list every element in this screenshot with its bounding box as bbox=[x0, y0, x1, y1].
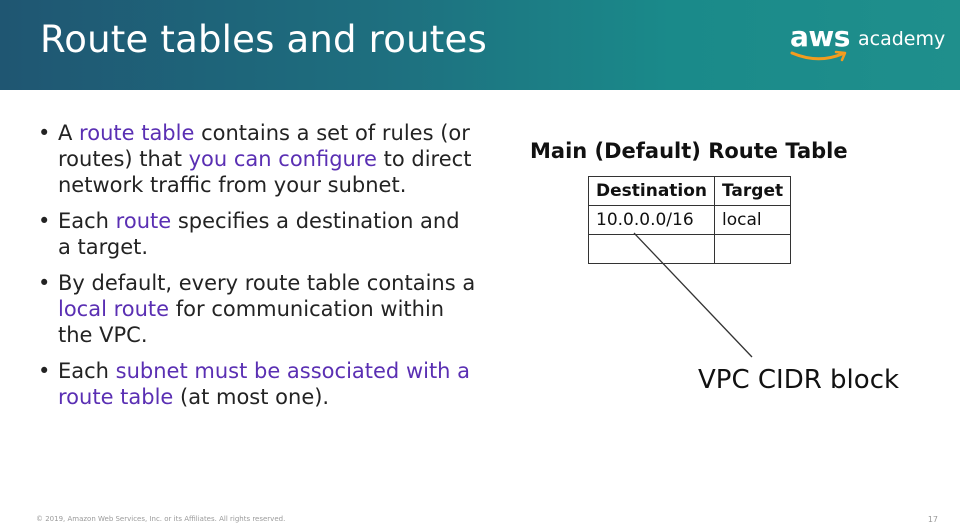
highlighted-term: you can configure bbox=[188, 147, 377, 171]
slide-title: Route tables and routes bbox=[40, 18, 487, 61]
bullet-text: to direct network traffic from your subn… bbox=[58, 147, 472, 197]
bullet-item: Each route specifies a destination and a… bbox=[36, 208, 476, 260]
cell-target: local bbox=[714, 205, 792, 235]
vpc-cidr-callout: VPC CIDR block bbox=[698, 365, 900, 395]
bullet-text: contains a set of rules (or routes) that bbox=[58, 121, 470, 171]
highlighted-term: route table bbox=[79, 121, 195, 145]
bullet-text: specifies a destination and a target. bbox=[58, 209, 460, 259]
highlighted-term: route bbox=[115, 209, 172, 233]
table-row bbox=[587, 234, 792, 264]
aws-smile-icon bbox=[790, 50, 847, 62]
route-table: Destination Target 10.0.0.0/16 local bbox=[587, 176, 792, 264]
aws-academy-logo: aws academy bbox=[790, 18, 945, 68]
route-table-header-row: Destination Target bbox=[587, 176, 792, 206]
bullet-text: Each bbox=[58, 209, 116, 233]
logo-academy-text: academy bbox=[858, 28, 946, 50]
bullet-item: By default, every route table contains a… bbox=[36, 270, 476, 348]
logo-aws-text: aws bbox=[790, 20, 850, 53]
header-target: Target bbox=[714, 176, 792, 206]
bullet-text: Each bbox=[58, 359, 116, 383]
slide-header: Route tables and routes aws academy bbox=[0, 0, 960, 90]
bullet-text: (at most one). bbox=[173, 385, 330, 409]
highlighted-term: local route bbox=[58, 297, 170, 321]
bullet-text: A bbox=[58, 121, 80, 145]
page-number: 17 bbox=[927, 515, 938, 524]
bullet-text: By default, every route table contains a bbox=[58, 271, 476, 295]
bullet-item: Each subnet must be associated with a ro… bbox=[36, 358, 476, 410]
highlighted-term: subnet must be associated with a route t… bbox=[58, 359, 471, 409]
table-row: 10.0.0.0/16 local bbox=[587, 205, 792, 235]
copyright-footer: © 2019, Amazon Web Services, Inc. or its… bbox=[36, 515, 286, 523]
bullet-list: A route table contains a set of rules (o… bbox=[36, 120, 476, 420]
bullet-item: A route table contains a set of rules (o… bbox=[36, 120, 476, 198]
cell-target bbox=[714, 234, 792, 264]
bullet-text: for communication within the VPC. bbox=[58, 297, 445, 347]
route-table-title: Main (Default) Route Table bbox=[530, 139, 848, 163]
cell-destination: 10.0.0.0/16 bbox=[587, 205, 716, 235]
header-destination: Destination bbox=[587, 176, 716, 206]
cell-destination bbox=[587, 234, 716, 264]
